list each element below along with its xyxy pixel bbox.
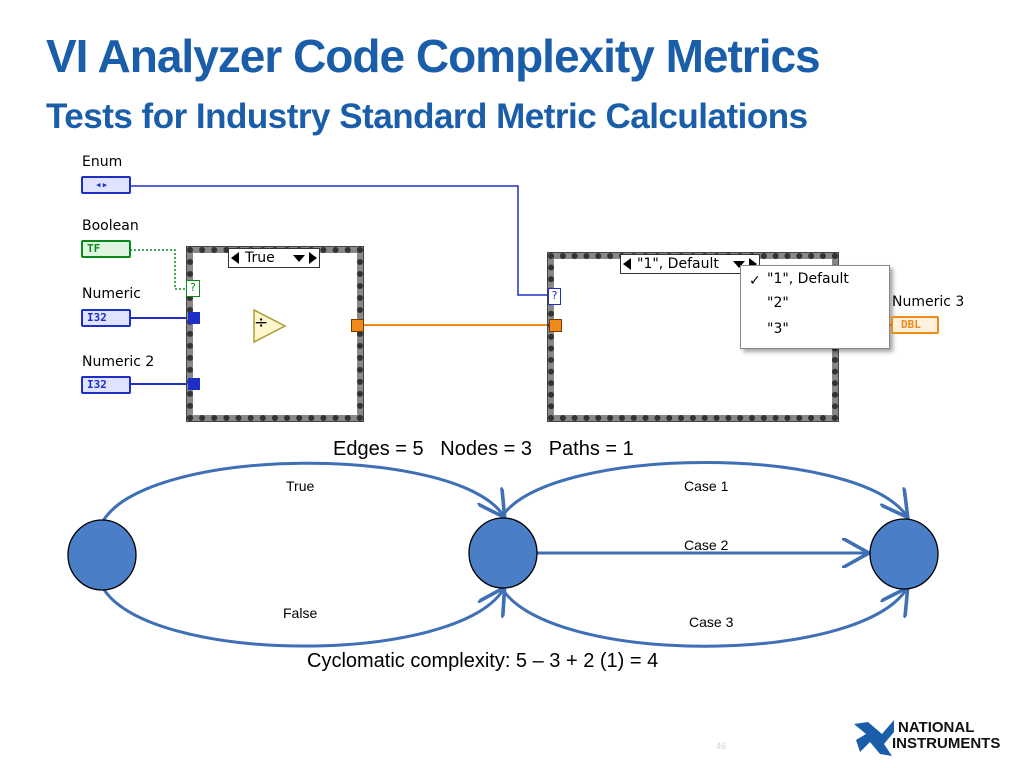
case-structure-1[interactable] xyxy=(186,246,364,422)
case-2-selector-tunnel: ? xyxy=(548,288,561,305)
slide-title: VI Analyzer Code Complexity Metrics xyxy=(46,30,821,82)
cyclomatic-formula: Cyclomatic complexity: 5 – 3 + 2 (1) = 4 xyxy=(307,650,659,672)
enum-type: ◂▸ xyxy=(95,178,109,191)
graph-node-start xyxy=(67,519,137,591)
input-tunnel-2 xyxy=(549,319,562,332)
ni-eagle-logo-icon xyxy=(854,720,894,756)
case-selector-2-value: "1", Default xyxy=(637,256,719,272)
numeric-2-terminal[interactable]: I32 xyxy=(81,376,131,394)
numeric-3-label: Numeric 3 xyxy=(892,294,965,310)
numeric-type: I32 xyxy=(87,311,107,324)
graph-node-middle xyxy=(468,517,538,589)
menu-item-case-1[interactable]: "1", Default xyxy=(767,271,849,287)
next-case-icon[interactable] xyxy=(309,252,317,264)
divide-icon: ÷ xyxy=(254,313,269,333)
graph-node-end xyxy=(869,518,939,590)
boolean-label: Boolean xyxy=(82,218,139,234)
case-selector-2[interactable]: "1", Default xyxy=(620,254,760,274)
page-number: 46 xyxy=(716,741,727,751)
next-case-icon[interactable] xyxy=(749,258,757,270)
prev-case-icon[interactable] xyxy=(231,252,239,264)
chevron-down-icon[interactable] xyxy=(293,255,305,262)
numeric-tunnel xyxy=(188,312,200,324)
prev-case-icon[interactable] xyxy=(623,258,631,270)
edge-label-case-2: Case 2 xyxy=(684,537,729,553)
numeric-3-terminal[interactable]: DBL xyxy=(891,316,939,334)
boolean-type: TF xyxy=(87,242,101,255)
output-tunnel-1 xyxy=(351,319,364,332)
edge-case-3 xyxy=(501,590,906,648)
wires xyxy=(130,185,892,385)
edge-label-case-3: Case 3 xyxy=(689,614,734,630)
case-selector-1-value: True xyxy=(245,250,275,266)
ni-logo: NATIONAL INSTRUMENTS xyxy=(852,716,1018,760)
chevron-down-icon[interactable] xyxy=(733,261,745,268)
numeric-3-type: DBL xyxy=(901,318,921,331)
logo-line-2: INSTRUMENTS xyxy=(892,735,1001,752)
metrics-summary: Edges = 5 Nodes = 3 Paths = 1 xyxy=(333,438,634,460)
numeric-2-tunnel xyxy=(188,378,200,390)
enum-terminal[interactable]: ◂▸ xyxy=(81,176,131,194)
control-flow-graph xyxy=(67,461,939,648)
menu-item-case-2[interactable]: "2" xyxy=(767,295,789,311)
edge-label-false: False xyxy=(283,605,318,621)
check-icon: ✓ xyxy=(749,273,761,289)
edge-label-case-1: Case 1 xyxy=(684,478,729,494)
boolean-wire xyxy=(130,249,187,290)
logo-line-1: NATIONAL xyxy=(898,719,975,736)
numeric-terminal[interactable]: I32 xyxy=(81,309,131,327)
numeric-label: Numeric xyxy=(82,286,141,302)
edge-true xyxy=(101,461,503,522)
numeric-2-type: I32 xyxy=(87,378,107,391)
divide-node[interactable] xyxy=(252,308,288,344)
edge-case-1 xyxy=(501,461,906,516)
enum-label: Enum xyxy=(82,154,123,170)
enum-wire xyxy=(130,185,549,296)
divide-triangle xyxy=(253,308,287,344)
numeric-2-label: Numeric 2 xyxy=(82,354,155,370)
boolean-terminal[interactable]: TF xyxy=(81,240,131,258)
slide-subtitle: Tests for Industry Standard Metric Calcu… xyxy=(46,97,808,136)
case-1-selector-tunnel: ? xyxy=(186,280,200,297)
edge-false xyxy=(101,588,503,648)
case-selector-1[interactable]: True xyxy=(228,248,320,268)
case-dropdown-menu[interactable]: ✓ "1", Default "2" "3" xyxy=(740,265,890,349)
edge-label-true: True xyxy=(286,478,315,494)
menu-item-case-3[interactable]: "3" xyxy=(767,321,789,337)
